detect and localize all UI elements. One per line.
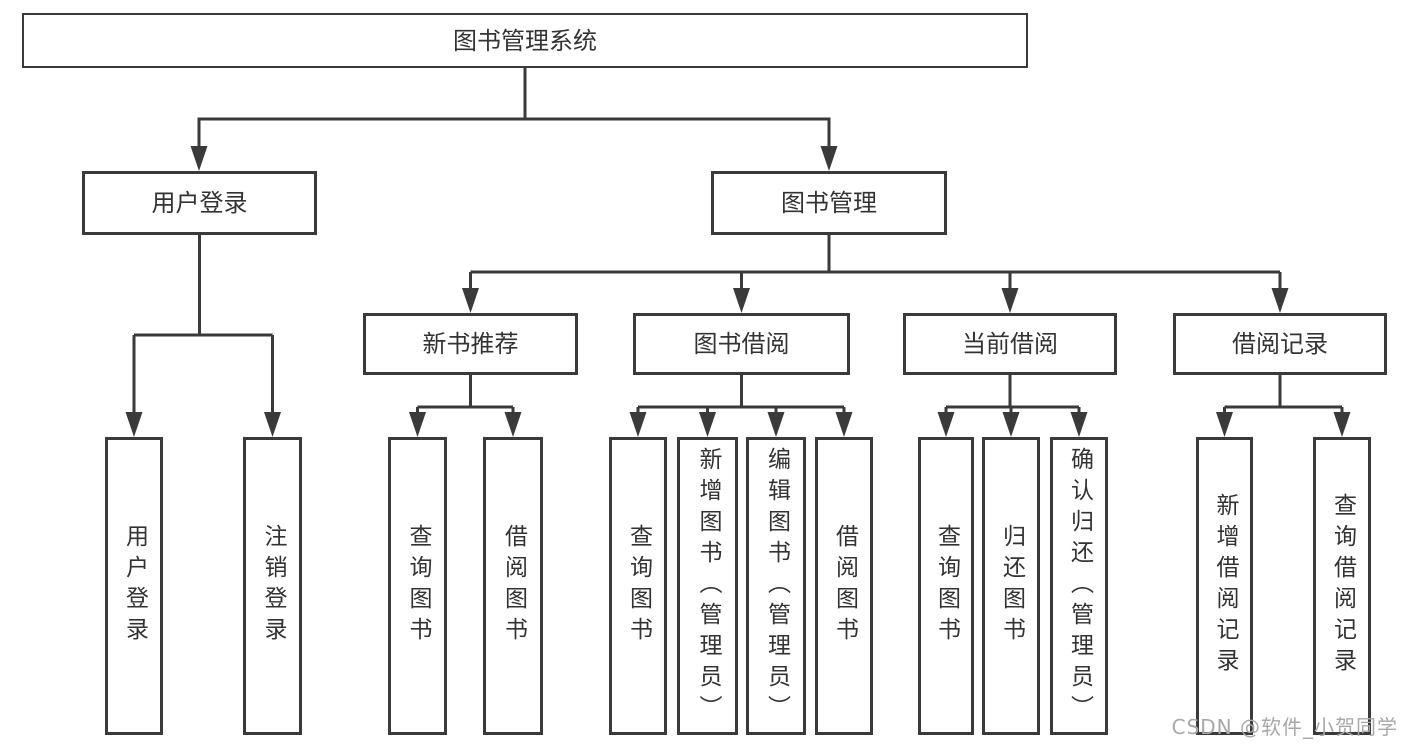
leaf-query-books-recommend: 查询图书	[388, 437, 447, 735]
watermark: CSDN @软件_小贺同学	[1171, 715, 1398, 739]
leaf-query-borrow-record: 查询借阅记录	[1313, 437, 1371, 735]
arrowheads	[125, 146, 1351, 437]
leaf-borrow-books-borrowing: 借阅图书	[815, 437, 873, 735]
leaf-add-borrow-record: 新增借阅记录	[1196, 437, 1253, 735]
leaf-logout: 注销登录	[243, 437, 302, 735]
leaf-borrow-books-recommend: 借阅图书	[483, 437, 543, 735]
leaf-query-books-current: 查询图书	[918, 437, 974, 735]
leaf-confirm-return-admin: 确认归还（管理员）	[1050, 437, 1108, 735]
node-current-borrowing: 当前借阅	[903, 313, 1117, 375]
node-new-book-recommend: 新书推荐	[363, 313, 578, 375]
node-book-management-branch: 图书管理	[711, 171, 947, 235]
node-borrow-records: 借阅记录	[1173, 313, 1387, 375]
leaf-return-books: 归还图书	[982, 437, 1040, 735]
node-library-management-system: 图书管理系统	[22, 13, 1028, 68]
leaf-user-login: 用户登录	[105, 437, 163, 735]
node-book-borrowing: 图书借阅	[633, 313, 850, 375]
node-user-login-branch: 用户登录	[82, 171, 317, 235]
leaf-edit-books-admin: 编辑图书（管理员）	[746, 437, 806, 735]
leaf-query-books-borrowing: 查询图书	[609, 437, 667, 735]
leaf-add-books-admin: 新增图书（管理员）	[677, 437, 738, 735]
